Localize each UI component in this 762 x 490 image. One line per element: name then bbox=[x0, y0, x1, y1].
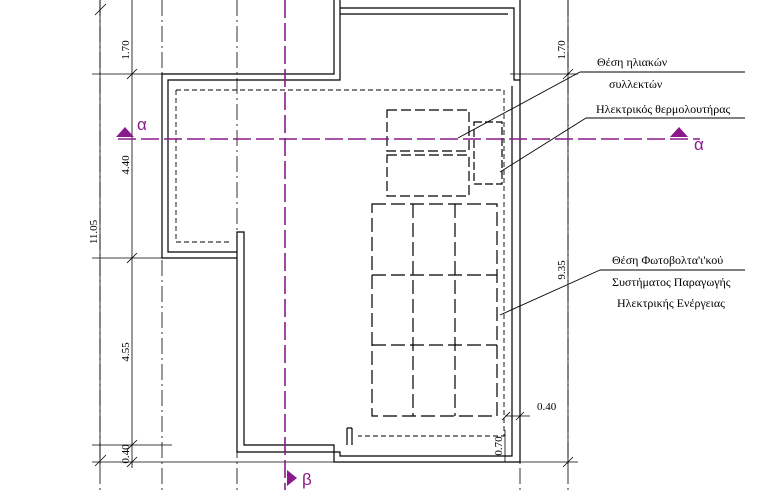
solar-collectors bbox=[386, 109, 470, 197]
annotation-water-heater: Ηλεκτρικός θερμολουτήρας bbox=[596, 102, 730, 116]
annotation-pv-line3: Ηλεκτρικής Ενέργειας bbox=[617, 296, 725, 310]
dim-left-mid: 4.40 bbox=[120, 155, 132, 175]
dim-right-offset: 0.40 bbox=[537, 401, 557, 413]
inner-parapet bbox=[175, 89, 505, 437]
annotation-solar-collectors-line2: συλλεκτών bbox=[609, 77, 663, 91]
roof-outline bbox=[161, 0, 521, 463]
section-alpha-left-marker bbox=[116, 127, 134, 137]
dim-left-low: 4.55 bbox=[120, 342, 132, 362]
annotation-pv-line1: Θέση Φωτοβολτα'ι'κού bbox=[612, 253, 723, 267]
dim-left-total: 11.05 bbox=[88, 219, 100, 244]
dim-left-top: 1.70 bbox=[120, 40, 132, 60]
section-markers bbox=[116, 127, 688, 486]
section-beta-label: β bbox=[302, 470, 312, 489]
water-heater-outline bbox=[473, 121, 503, 185]
leader-lines bbox=[457, 71, 745, 316]
pv-array bbox=[371, 203, 498, 417]
dim-right-bottom: 0.70 bbox=[493, 436, 505, 456]
section-beta-marker bbox=[287, 470, 297, 486]
section-alpha-right-marker bbox=[670, 127, 688, 137]
dim-right-top: 1.70 bbox=[556, 40, 568, 60]
annotation-pv-line2: Συστήματος Παραγωγής bbox=[612, 275, 731, 289]
annotation-solar-collectors-line1: Θέση ηλιακών bbox=[597, 55, 668, 69]
dim-left-bottom: 0.40 bbox=[120, 444, 132, 464]
section-lines bbox=[118, 0, 700, 490]
section-alpha-right-label: α bbox=[694, 135, 704, 154]
section-alpha-left-label: α bbox=[137, 115, 147, 134]
dim-right-total: 9.35 bbox=[556, 260, 568, 280]
dimension-lines bbox=[92, 0, 578, 468]
